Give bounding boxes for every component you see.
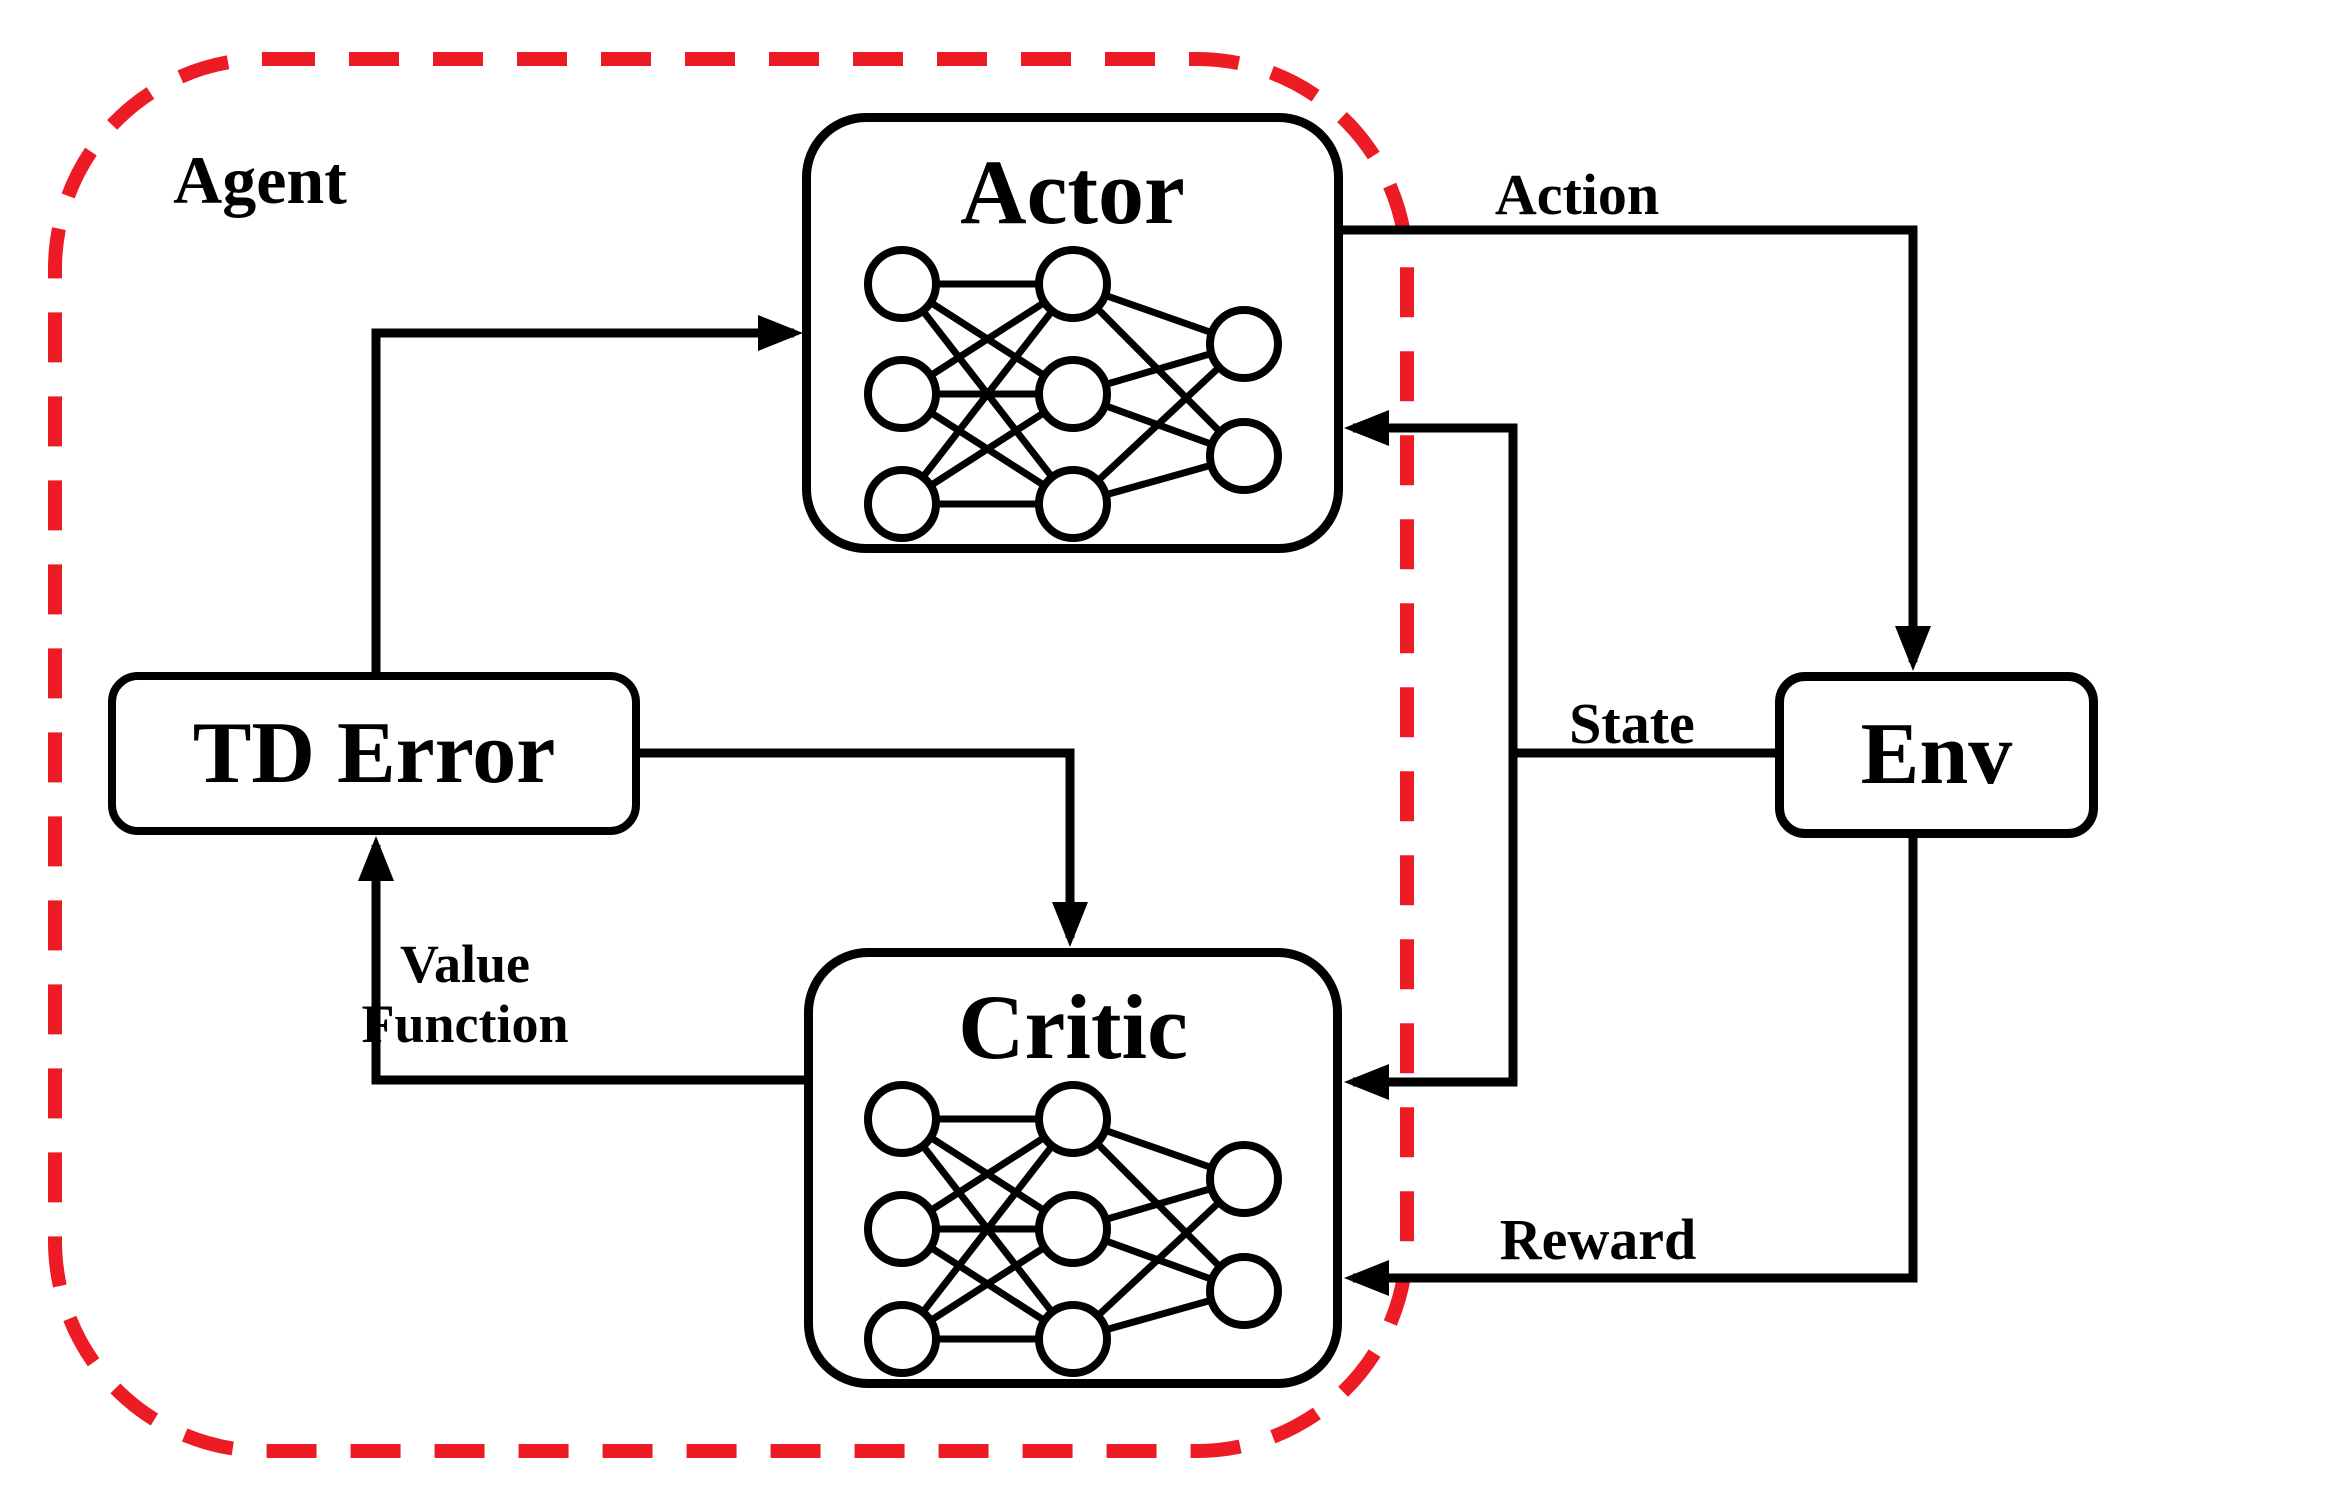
agent-label: Agent [173, 142, 347, 218]
action-edge-label: Action [1494, 162, 1660, 227]
value-function-line1: Value [399, 934, 531, 994]
nn-nodes [863, 246, 1282, 542]
edge-tderror-to-critic [640, 748, 1088, 947]
state-edge-label: State [1569, 691, 1695, 756]
edge-critic-to-tderror-value-function [358, 836, 804, 1085]
value-function-line2: Function [361, 994, 569, 1055]
actor-title: Actor [960, 141, 1185, 243]
edge-actor-to-env-action [1343, 225, 1931, 671]
neural-network-icon [864, 1081, 1282, 1377]
td-error-node: TD Error [108, 672, 640, 835]
env-node: Env [1775, 672, 2098, 838]
edge-tderror-to-actor [371, 315, 803, 672]
edge-env-to-critic-reward [1344, 838, 1918, 1296]
env-title: Env [1860, 706, 2013, 803]
nn-nodes [864, 1081, 1282, 1377]
reward-edge-label: Reward [1499, 1207, 1697, 1272]
actor-node: Actor [802, 113, 1343, 553]
neural-network-icon [863, 246, 1282, 542]
critic-node: Critic [804, 948, 1342, 1388]
edge-state-to-actor-and-critic [1344, 410, 1518, 1100]
value-function-edge-label: Value Function [330, 934, 600, 1055]
td-error-title: TD Error [192, 704, 556, 802]
agent-boundary [48, 52, 1414, 1458]
critic-title: Critic [958, 976, 1188, 1078]
